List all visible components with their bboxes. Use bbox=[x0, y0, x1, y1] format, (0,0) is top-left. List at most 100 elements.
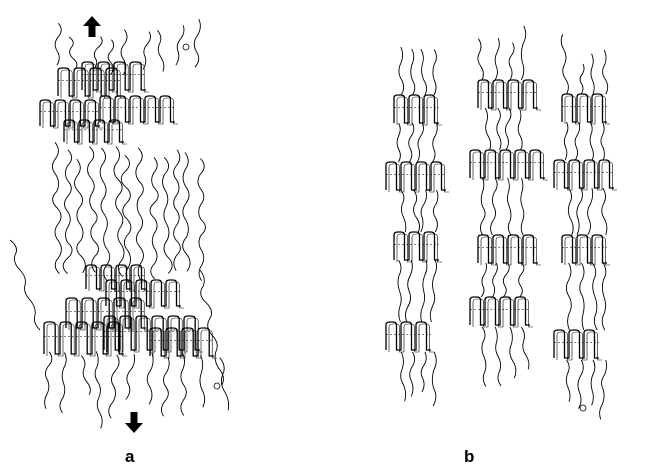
fold-outline bbox=[562, 235, 607, 263]
chain-end-loop bbox=[214, 383, 220, 389]
tie-chain bbox=[482, 327, 486, 386]
tie-chain bbox=[174, 150, 181, 271]
fold-outline bbox=[478, 80, 538, 108]
tie-chain bbox=[52, 142, 61, 273]
fold-edge bbox=[67, 122, 127, 144]
tie-chain bbox=[397, 123, 400, 162]
tie-chain bbox=[421, 260, 427, 322]
tie-chain bbox=[163, 157, 173, 273]
fold-outline bbox=[386, 162, 446, 190]
tie-chain bbox=[75, 159, 86, 273]
tie-chain bbox=[220, 358, 229, 411]
tie-chain bbox=[600, 360, 607, 419]
fold-outline bbox=[470, 150, 545, 178]
lamella-block bbox=[82, 62, 149, 92]
tie-chain bbox=[503, 263, 509, 297]
tie-chain bbox=[521, 327, 529, 369]
tie-chain bbox=[136, 148, 144, 280]
tie-chain bbox=[519, 263, 524, 297]
tie-chain bbox=[60, 353, 66, 413]
tie-chain bbox=[413, 190, 419, 232]
lamella-block bbox=[394, 232, 442, 262]
tie-chain bbox=[433, 190, 438, 232]
fibril-column-3 bbox=[554, 34, 617, 419]
lamella-block bbox=[386, 322, 434, 352]
fold-edge bbox=[481, 82, 541, 110]
arrow-shaft bbox=[89, 25, 96, 37]
tie-chain bbox=[430, 260, 436, 322]
panel-b-diagram bbox=[386, 26, 617, 419]
lamella-block bbox=[470, 297, 533, 327]
tie-chain bbox=[521, 26, 525, 80]
tie-chain bbox=[580, 263, 584, 330]
lamella-block bbox=[386, 162, 449, 192]
tie-chain bbox=[95, 351, 102, 428]
tie-chain bbox=[200, 355, 205, 407]
panel-label-b: b bbox=[464, 447, 474, 467]
tie-chain bbox=[580, 64, 584, 94]
fold-edge bbox=[473, 299, 533, 327]
tie-chain bbox=[578, 360, 583, 409]
chain-end-loop bbox=[580, 405, 586, 411]
lamella-block bbox=[470, 150, 548, 180]
tie-chain bbox=[510, 327, 516, 378]
tie-chain bbox=[399, 47, 404, 95]
fold-outline bbox=[100, 96, 175, 122]
lamella-block bbox=[554, 330, 602, 360]
tie-chain bbox=[55, 23, 61, 65]
tie-chain bbox=[518, 108, 522, 150]
tie-chain bbox=[100, 148, 110, 281]
tie-chain bbox=[433, 50, 437, 96]
chain-end-loop bbox=[183, 44, 189, 50]
tie-chain bbox=[411, 49, 415, 95]
lamella-block bbox=[106, 280, 184, 308]
tie-chain bbox=[601, 122, 605, 160]
tie-chain bbox=[577, 188, 583, 235]
tie-chain bbox=[509, 43, 514, 80]
tie-chain bbox=[10, 240, 40, 330]
tie-chain bbox=[109, 355, 119, 418]
lamella-block bbox=[478, 235, 541, 265]
tie-chain bbox=[45, 352, 52, 409]
fold-outline bbox=[386, 322, 431, 350]
tie-chain bbox=[194, 19, 200, 67]
tie-chain bbox=[176, 25, 184, 65]
tie-chain bbox=[478, 39, 484, 80]
tie-chain bbox=[495, 327, 501, 386]
tie-chain bbox=[69, 37, 77, 69]
arrow-down-icon bbox=[125, 412, 143, 433]
fold-edge bbox=[389, 164, 449, 192]
tie-chain bbox=[181, 353, 186, 415]
tie-chain bbox=[421, 190, 427, 232]
amorphous-region-a bbox=[52, 142, 205, 283]
tie-chain bbox=[143, 32, 150, 70]
lamella-block bbox=[554, 160, 617, 190]
fibril-column-1 bbox=[386, 47, 449, 406]
tie-chain bbox=[568, 188, 573, 235]
tie-chain bbox=[198, 159, 205, 281]
fold-outline bbox=[554, 160, 614, 188]
tie-chain bbox=[183, 152, 190, 271]
tie-chain bbox=[493, 263, 498, 297]
tie-chain bbox=[590, 122, 593, 160]
tie-chain bbox=[417, 123, 423, 162]
tie-chain bbox=[497, 108, 501, 150]
top-cilia-a bbox=[55, 19, 200, 75]
tie-chain bbox=[566, 263, 571, 330]
tie-chain bbox=[147, 353, 153, 405]
tie-chain bbox=[591, 54, 594, 94]
fold-outline bbox=[394, 95, 439, 123]
tie-chain bbox=[521, 178, 524, 235]
lamella-block bbox=[478, 80, 541, 110]
tie-chain bbox=[432, 352, 436, 406]
tie-chain bbox=[505, 108, 510, 150]
fold-outline bbox=[394, 232, 439, 260]
tie-chain bbox=[575, 122, 580, 160]
tie-chain bbox=[63, 150, 72, 274]
lamella-block bbox=[562, 94, 610, 124]
tie-chain bbox=[491, 178, 498, 235]
tie-chain bbox=[566, 360, 570, 402]
fold-outline bbox=[150, 328, 214, 356]
tie-chain bbox=[480, 178, 485, 235]
